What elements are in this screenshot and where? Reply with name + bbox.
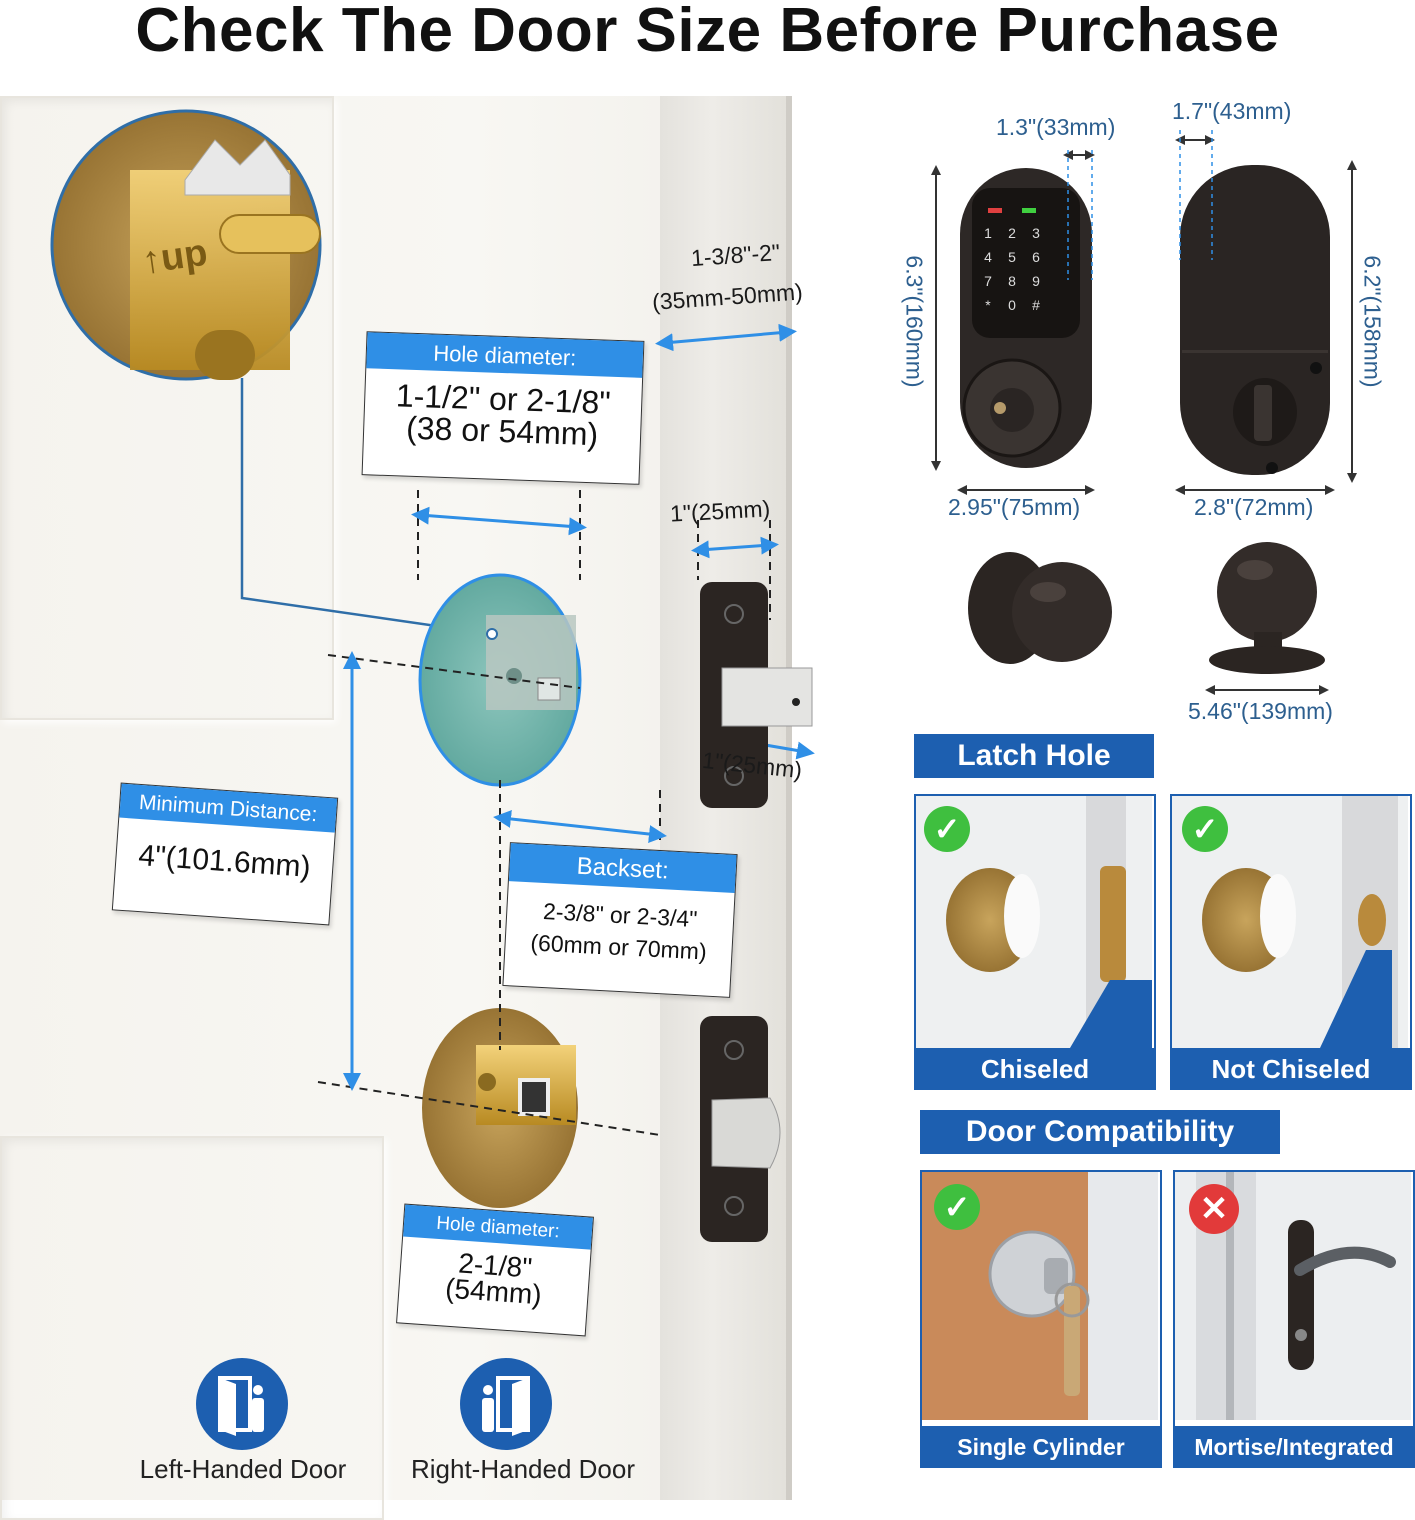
knob-width-label: 5.46"(139mm): [1188, 698, 1333, 724]
door-panel: [0, 96, 334, 720]
right-handed-door-label: Right-Handed Door: [410, 1454, 635, 1484]
latch-option-label: Not Chiseled: [1172, 1048, 1410, 1088]
top-hole-label: Hole diameter: 1-1/2" or 2-1/8" (38 or 5…: [361, 331, 645, 485]
right-handed-door-icon: [460, 1358, 552, 1450]
compat-option-mortise: ✕ Mortise/Integrated: [1173, 1170, 1415, 1468]
check-icon: ✓: [1182, 806, 1228, 852]
bottom-hole-label: Hole diameter: 2-1/8" (54mm): [396, 1203, 594, 1337]
top-hole: [418, 573, 582, 787]
keypad-key: 1: [984, 225, 992, 241]
check-icon: ✓: [934, 1184, 980, 1230]
back-height-label: 6.2"(158mm): [1359, 255, 1386, 388]
door-compat-title: Door Compatibility: [920, 1110, 1280, 1154]
left-handed-door-label: Left-Handed Door: [139, 1454, 347, 1484]
door-edge-shadow: [786, 96, 792, 1500]
front-height-label: 6.3"(160mm): [901, 255, 928, 388]
keypad-key: 5: [1008, 249, 1016, 265]
keypad-key: 4: [984, 249, 992, 265]
latch-width-label: 1"(25mm): [669, 495, 771, 527]
left-handed-door-icon: [196, 1358, 288, 1450]
back-depth-label: 1.7"(43mm): [1172, 98, 1292, 124]
front-depth-label: 1.3"(33mm): [996, 114, 1116, 140]
check-icon: ✓: [924, 806, 970, 852]
keypad-key: #: [1032, 297, 1040, 313]
keypad-key: 9: [1032, 273, 1040, 289]
latch-option-chiseled: ✓ Chiseled: [914, 794, 1156, 1090]
latch-hole-art: [916, 796, 1408, 1048]
zoom-detail: [50, 109, 322, 381]
latch-faceplate: [700, 1016, 781, 1242]
latch-option-not-chiseled: ✓ Not Chiseled: [1170, 794, 1412, 1090]
compat-option-label: Single Cylinder: [922, 1426, 1160, 1466]
keypad-key: 8: [1008, 273, 1016, 289]
keypad-key: 2: [1008, 225, 1016, 241]
keypad-key: 3: [1032, 225, 1040, 241]
latch-option-label: Chiseled: [916, 1048, 1154, 1088]
back-width-label: 2.8"(72mm): [1194, 494, 1314, 520]
keypad-key: 0: [1008, 297, 1016, 313]
door-compat-art: [922, 1172, 1411, 1420]
zoom-mark: ↑up: [139, 231, 210, 283]
bottom-hole: [422, 1008, 578, 1208]
lock-front-view: [960, 168, 1092, 468]
min-distance-label: Minimum Distance: 4"(101.6mm): [111, 782, 339, 926]
compat-option-single-cylinder: ✓ Single Cylinder: [920, 1170, 1162, 1468]
keypad-key: 7: [984, 273, 992, 289]
backset-label: Backset: 2-3/8" or 2-3/4" (60mm or 70mm): [502, 842, 738, 998]
page-title: Check The Door Size Before Purchase: [135, 0, 1280, 65]
door-thickness-label: 1-3/8"-2" (35mm-50mm): [651, 237, 814, 315]
keypad-key: 6: [1032, 249, 1040, 265]
knob-front: [968, 552, 1112, 664]
keypad-key: *: [985, 297, 991, 313]
latch-hole-title: Latch Hole: [914, 734, 1154, 778]
front-width-label: 2.95"(75mm): [948, 494, 1081, 520]
knob-side: [1209, 542, 1325, 674]
compat-option-label: Mortise/Integrated: [1175, 1426, 1413, 1466]
deadbolt-faceplate: [700, 582, 813, 808]
lock-back-view: [1180, 165, 1330, 475]
cross-icon: ✕: [1189, 1184, 1239, 1234]
